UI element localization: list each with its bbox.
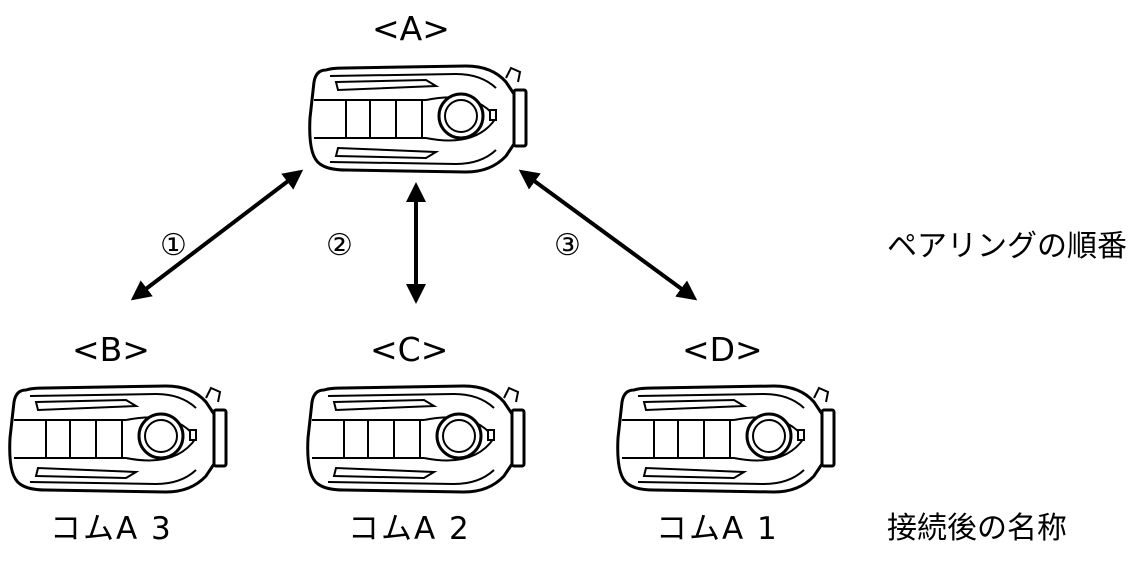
device-b-label: <B> [72, 330, 150, 369]
pairing-order-caption: ペアリングの順番 [887, 229, 1127, 264]
name-after-connection-caption: 接続後の名称 [887, 511, 1067, 546]
step-1-label: ① [160, 228, 187, 263]
step-3-label: ③ [554, 228, 581, 263]
device-c-name: コムA 2 [348, 511, 471, 547]
device-b-name: コムA 3 [50, 511, 173, 547]
arrow-a-b [130, 169, 304, 301]
device-b-intercom-icon [6, 380, 232, 498]
arrow-a-d [518, 169, 698, 301]
device-d-label: <D> [682, 330, 763, 369]
device-c-label: <C> [370, 330, 449, 369]
step-2-label: ② [326, 228, 353, 263]
device-d-intercom-icon [614, 380, 840, 498]
device-d-name: コムA 1 [656, 511, 779, 547]
device-a-label: <A> [372, 9, 450, 48]
device-a-intercom-icon [306, 60, 532, 178]
device-c-intercom-icon [304, 380, 530, 498]
